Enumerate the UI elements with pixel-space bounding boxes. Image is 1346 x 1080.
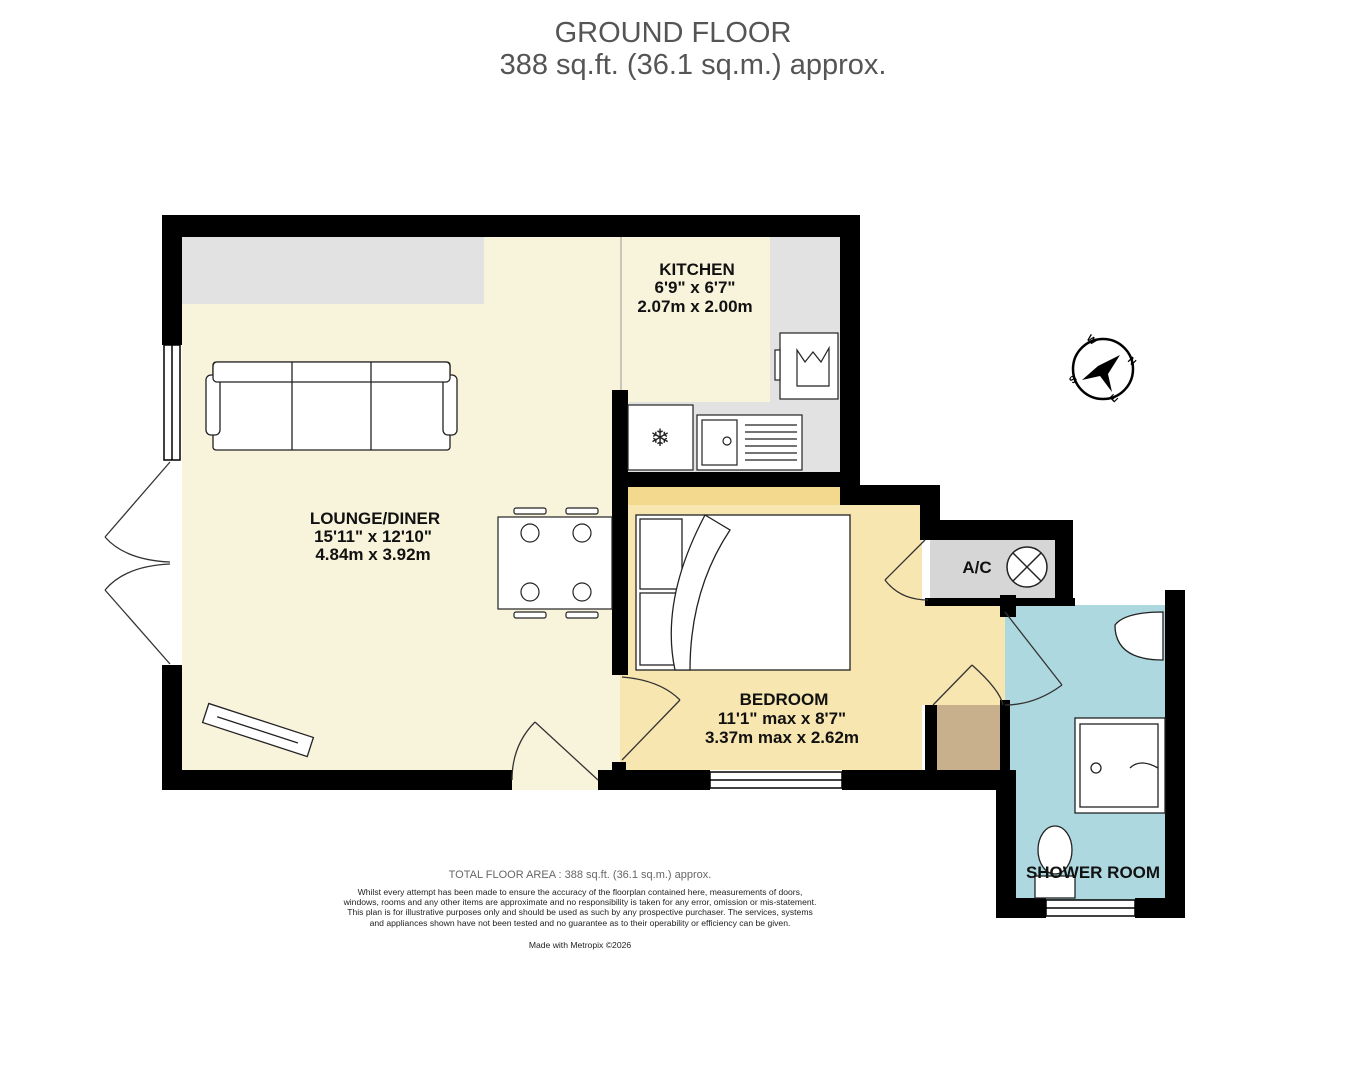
disclaimer: Whilst every attempt has been made to en… <box>343 887 817 928</box>
bathroom-fittings <box>1034 611 1166 899</box>
kitchen-label: KITCHEN <box>659 260 735 279</box>
lounge-metric: 4.84m x 3.92m <box>315 545 430 564</box>
compass-n: N <box>1125 355 1138 368</box>
windows <box>163 344 1136 917</box>
sofa <box>205 361 458 451</box>
ac-unit <box>1006 546 1048 588</box>
floor-title: GROUND FLOOR <box>554 17 792 49</box>
ac-label: A/C <box>962 558 991 577</box>
walls <box>162 215 1185 918</box>
kitchen-appliances <box>627 332 839 471</box>
bed <box>635 514 851 671</box>
bedroom-label: BEDROOM <box>740 690 829 709</box>
snowflake-icon: ❄ <box>650 425 670 452</box>
credit: Made with Metropix ©2026 <box>528 940 632 950</box>
tv-unit <box>201 702 315 758</box>
sink-drainer <box>745 424 797 461</box>
kitchen-imperial: 6'9" x 6'7" <box>655 278 736 297</box>
counter <box>182 237 484 304</box>
floor-area: 388 sq.ft. (36.1 sq.m.) approx. <box>499 49 887 81</box>
total-floor-area: TOTAL FLOOR AREA : 388 sq.ft. (36.1 sq.m… <box>448 869 712 881</box>
doors <box>104 461 1063 781</box>
lounge-floor <box>182 237 622 770</box>
dining-table <box>497 507 613 619</box>
lounge-label: LOUNGE/DINER <box>310 509 440 528</box>
cupboard <box>937 705 1000 770</box>
shower-room-label: SHOWER ROOM <box>1026 863 1160 882</box>
bedroom-imperial: 11'1" max x 8'7" <box>718 709 846 728</box>
bedroom-metric: 3.37m max x 2.62m <box>705 728 859 747</box>
lounge-imperial: 15'11" x 12'10" <box>314 527 432 546</box>
compass-icon <box>1071 337 1135 401</box>
kitchen-metric: 2.07m x 2.00m <box>637 297 752 316</box>
